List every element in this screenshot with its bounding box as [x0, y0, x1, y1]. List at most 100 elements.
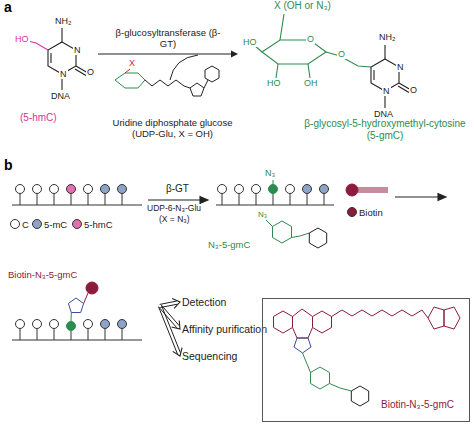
dna-strand-labeled-part	[320, 185, 329, 194]
dna-strand-unmodified-part	[33, 185, 42, 194]
connector-line	[161, 305, 180, 352]
legend-text: C	[22, 219, 29, 230]
biotin-gmc-structure-part	[351, 386, 368, 406]
dna-strand-labeled-part	[273, 193, 274, 205]
atom-label: O	[409, 86, 418, 95]
gmc-structure-part	[280, 14, 284, 40]
dna-strand-labeled-part	[218, 185, 227, 194]
arrow-head	[173, 348, 182, 356]
dna-strand-labeled-part	[290, 193, 291, 205]
dna-strand-biotinylated-part	[118, 320, 127, 329]
reaction-arrow-part	[438, 194, 446, 201]
dna-strand-biotinylated-part	[16, 320, 25, 329]
biotin-gmc-structure	[274, 307, 461, 406]
dna-strand-unmodified-part	[84, 185, 93, 194]
dna-strand-unmodified-part	[122, 193, 123, 205]
atom-label: DNA	[373, 110, 394, 119]
dna-strand-labeled-part	[222, 193, 223, 205]
gmc-structure-part	[262, 40, 326, 64]
gmc-structure	[254, 14, 411, 108]
biotin-gmc-structure-part	[332, 310, 429, 318]
application-box: Detection	[182, 296, 226, 308]
dna-strand-unmodified-part	[118, 185, 127, 194]
reaction-arrow-part	[200, 197, 208, 204]
reaction-arrow	[395, 194, 446, 201]
biotin-gmc-structure-part	[274, 311, 293, 333]
n3-gmc-structure-part	[292, 233, 310, 238]
atom-label: O	[306, 35, 315, 44]
connector-arrow	[159, 305, 183, 356]
udp-glucose-structure	[115, 55, 219, 96]
reaction-arrow-part	[395, 196, 440, 197]
n3-gmc-structure-part	[273, 221, 292, 243]
hmc-structure-part	[28, 41, 48, 50]
atom-label: O	[86, 68, 95, 77]
dna-strand-biotinylated-part	[67, 322, 76, 331]
atom-label: β-GT	[165, 184, 190, 194]
reagent-structure: Uridine diphosphate glucose (UDP-Glu, X …	[105, 66, 240, 161]
biotin-gmc-structure-part	[294, 338, 311, 353]
dna-strand-unmodified-part	[37, 193, 38, 205]
gmc-structure-part	[276, 64, 278, 78]
gmc-structure-part	[326, 52, 371, 67]
biotin-gmc-structure-part	[428, 307, 444, 329]
dna-strand-labeled-part	[235, 185, 244, 194]
biotin-alkyne-reagent	[346, 184, 388, 196]
dna-strand-biotinylated-part	[84, 320, 93, 329]
connector-line	[159, 307, 178, 354]
structure-inset: Biotin-N₃-5-gmC	[262, 298, 470, 422]
legend-swatch	[32, 219, 42, 229]
dna-strand-labeled-part	[303, 185, 312, 194]
panel-letter: b	[3, 158, 14, 172]
dna-strand-unmodified-part	[88, 193, 89, 205]
dna-strand-biotinylated	[12, 282, 142, 340]
molecule-structure: (5-hmC)	[8, 12, 98, 124]
biotin-gmc-structure-part	[311, 367, 330, 389]
biotin-gmc-structure-part	[293, 309, 313, 317]
node-text: Biotin-N₃-5-gmC	[8, 270, 77, 281]
atom-label: HO	[14, 35, 30, 44]
dna-strand-unmodified-part	[67, 185, 76, 194]
legend-item: Biotin	[347, 207, 383, 218]
legend-text: Biotin	[359, 207, 383, 218]
dna-strand-biotinylated-part	[71, 331, 72, 340]
legend-swatch	[72, 219, 82, 229]
gmc-structure-part	[373, 70, 374, 80]
biotin-gmc-structure-part	[313, 311, 332, 333]
hmc-structure-part	[61, 28, 62, 42]
legend-text: 5-mC	[44, 219, 67, 230]
atom-label: O	[337, 50, 346, 59]
node-text: Detection	[182, 296, 226, 308]
biotin-alkyne-reagent-part	[358, 192, 388, 193]
dna-strand-labeled-part	[269, 185, 278, 194]
gmc-structure-part	[398, 86, 409, 93]
dna-strand-biotinylated-part	[71, 313, 72, 322]
gmc-structure-part	[308, 64, 310, 78]
dna-strand-unmodified-part	[54, 193, 55, 205]
reaction-arrow-part	[148, 199, 202, 200]
dna-strand-unmodified-part	[71, 193, 72, 205]
dna-strand-unmodified-part	[101, 185, 110, 194]
udp-glucose-structure-part	[125, 69, 130, 73]
dna-strand-biotinylated-part	[54, 328, 55, 340]
udp-glucose-structure-part	[170, 55, 198, 80]
gmc-structure-part	[384, 45, 385, 59]
dna-strand-unmodified-part	[20, 193, 21, 205]
dna-strand-labeled-part	[239, 193, 240, 205]
panel-letter: a	[3, 0, 13, 14]
atom-label: N	[73, 46, 82, 55]
hmc-structure-part	[75, 69, 86, 76]
legend-item: 5-hmC	[72, 219, 113, 230]
atom-label: HO	[242, 38, 258, 47]
dna-strand-unmodified-part	[105, 193, 106, 205]
dna-strand-labeled-part	[252, 185, 261, 194]
connector-line	[160, 301, 177, 304]
atom-label: NH₂	[378, 33, 397, 42]
biotin-gmc-structure-part	[293, 328, 313, 339]
node-text: (5-hmC)	[20, 112, 57, 124]
dna-strand-biotinylated-part	[84, 293, 88, 304]
udp-glucose-structure-part	[190, 83, 204, 96]
atom-label: N	[59, 70, 68, 79]
atom-label: DNA	[50, 92, 71, 101]
